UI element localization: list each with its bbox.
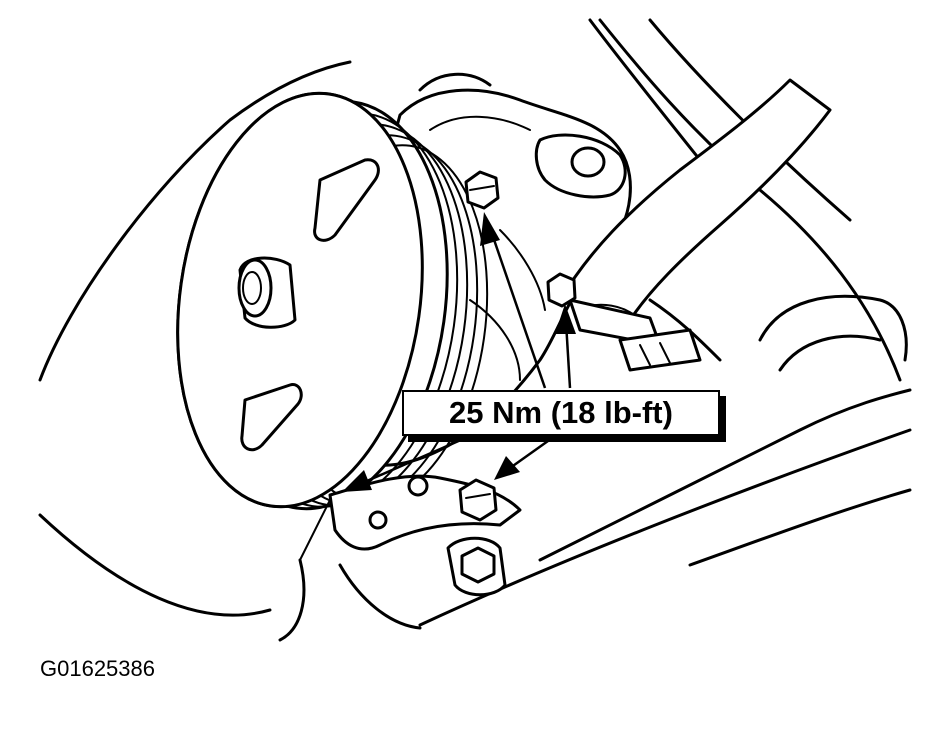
hose-fitting-bolt bbox=[546, 272, 577, 308]
torque-label: 25 Nm (18 lb-ft) bbox=[449, 395, 673, 430]
torque-arrows bbox=[342, 212, 576, 492]
arrow-icon bbox=[555, 304, 576, 389]
arrow-icon bbox=[480, 212, 547, 389]
pressure-hose bbox=[558, 78, 832, 372]
torque-callout: 25 Nm (18 lb-ft) bbox=[402, 390, 720, 436]
lower-bracket-bolt bbox=[458, 478, 498, 522]
upper-bolt bbox=[464, 170, 500, 210]
arrow-icon bbox=[494, 434, 556, 480]
figure-id: G01625386 bbox=[40, 656, 155, 681]
lower-mount-bolt bbox=[446, 536, 507, 597]
arrow-icon bbox=[342, 434, 471, 492]
pulley bbox=[176, 91, 489, 511]
